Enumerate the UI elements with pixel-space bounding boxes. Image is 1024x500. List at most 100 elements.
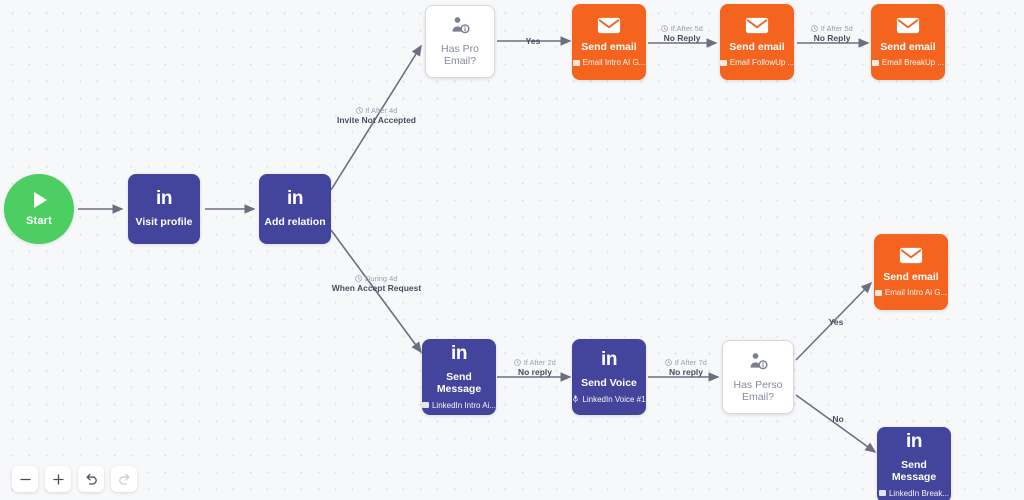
node-title: Has Pro Email? bbox=[441, 43, 479, 67]
canvas-toolbar[interactable] bbox=[12, 466, 137, 492]
node-subtitle: Email Intro Ai G... bbox=[874, 288, 948, 298]
redo-icon bbox=[118, 473, 130, 485]
undo-button[interactable] bbox=[78, 466, 104, 492]
clock-icon bbox=[661, 25, 668, 32]
edge-main-text: Yes bbox=[525, 36, 541, 46]
node-send-email-3[interactable]: Send email Email BreakUp ... bbox=[871, 4, 945, 80]
edge-condition: If After 5d bbox=[797, 24, 867, 33]
edge-main-text: No Reply bbox=[813, 33, 851, 44]
node-subtitle: LinkedIn Intro Ai... bbox=[421, 400, 497, 410]
edge-main-text: Yes bbox=[828, 317, 844, 327]
node-subtitle: Email Intro AI G... bbox=[572, 58, 646, 68]
node-subtitle-text: Email Intro AI G... bbox=[582, 58, 646, 68]
edge-condition: If After 7d bbox=[651, 358, 721, 367]
envelope-icon bbox=[597, 17, 621, 33]
envelope-icon bbox=[745, 17, 769, 33]
envelope-icon bbox=[899, 247, 923, 263]
node-send-message-1[interactable]: in Send Message LinkedIn Intro Ai... bbox=[421, 339, 497, 415]
edge-condition-text: If After 5d bbox=[670, 24, 703, 33]
person-info-icon bbox=[750, 353, 768, 370]
minus-icon bbox=[19, 478, 31, 480]
node-title: Send email bbox=[880, 40, 936, 53]
envelope-icon bbox=[896, 17, 920, 33]
edge-condition-text: If After 7d bbox=[674, 358, 707, 367]
node-has-perso-email[interactable]: Has Perso Email? bbox=[722, 340, 794, 414]
node-title: Add relation bbox=[264, 216, 326, 229]
microphone-icon bbox=[573, 395, 579, 403]
clock-icon bbox=[355, 275, 363, 282]
edge-main-text: No reply bbox=[668, 367, 703, 378]
edge-label-no-reply-2d: If After 2d No reply bbox=[500, 358, 570, 378]
tag-icon bbox=[871, 59, 879, 66]
node-send-email-2[interactable]: Send email Email FollowUp ... bbox=[719, 4, 795, 80]
edge-label-no-reply-5d-b: If After 5d No Reply bbox=[797, 24, 867, 44]
edge-label-no-reply-5d-a: If After 5d No Reply bbox=[647, 24, 717, 44]
edge-condition-text: During 4d bbox=[364, 274, 398, 283]
node-title: Send email bbox=[729, 40, 785, 53]
undo-icon bbox=[85, 473, 97, 485]
node-add-relation[interactable]: in Add relation bbox=[259, 174, 331, 244]
clock-icon bbox=[665, 359, 672, 366]
node-send-message-2[interactable]: in Send Message LinkedIn Break... bbox=[877, 427, 951, 500]
node-visit-profile[interactable]: in Visit profile bbox=[128, 174, 200, 244]
edge-main-text: Invite Not Accepted bbox=[336, 115, 417, 126]
edge-condition-text: If After 5d bbox=[820, 24, 853, 33]
tag-icon bbox=[421, 402, 429, 409]
play-icon bbox=[34, 191, 47, 208]
linkedin-icon: in bbox=[451, 343, 467, 365]
node-has-pro-email[interactable]: Has Pro Email? bbox=[425, 5, 495, 78]
edge-label-no-reply-7d: If After 7d No reply bbox=[651, 358, 721, 378]
clock-icon bbox=[811, 25, 818, 32]
node-title: Send Voice bbox=[581, 377, 637, 390]
edge-label-yes-perso: Yes bbox=[820, 317, 852, 328]
node-start[interactable]: Start bbox=[4, 174, 74, 244]
edge-condition: If After 4d bbox=[314, 106, 439, 115]
node-title: Send email bbox=[883, 270, 939, 283]
tag-icon bbox=[874, 289, 882, 296]
edge-label-invite-not-accepted: If After 4d Invite Not Accepted bbox=[314, 106, 439, 126]
linkedin-icon: in bbox=[906, 431, 922, 453]
node-subtitle: Email FollowUp ... bbox=[719, 58, 795, 68]
node-send-email-1[interactable]: Send email Email Intro AI G... bbox=[572, 4, 646, 80]
clock-icon bbox=[355, 107, 363, 114]
node-subtitle-text: Email FollowUp ... bbox=[729, 58, 795, 68]
edge-main-text: When Accept Request bbox=[331, 283, 422, 294]
node-subtitle: LinkedIn Voice #1 bbox=[572, 394, 646, 404]
edge-label-yes-pro: Yes bbox=[515, 36, 551, 47]
node-title: Send email bbox=[581, 40, 637, 53]
tag-icon bbox=[719, 59, 727, 66]
node-subtitle: LinkedIn Break... bbox=[878, 488, 950, 498]
zoom-in-button[interactable] bbox=[45, 466, 71, 492]
node-send-voice[interactable]: in Send Voice LinkedIn Voice #1 bbox=[572, 339, 646, 415]
node-subtitle-text: Email Intro Ai G... bbox=[884, 288, 948, 298]
plus-icon bbox=[52, 473, 64, 485]
linkedin-icon: in bbox=[287, 188, 303, 210]
node-title: Send Message bbox=[436, 371, 482, 395]
node-subtitle-text: Email BreakUp ... bbox=[881, 58, 945, 68]
linkedin-icon: in bbox=[156, 188, 172, 210]
edge-main-text: No Reply bbox=[663, 33, 701, 44]
node-title: Visit profile bbox=[135, 216, 193, 229]
clock-icon bbox=[514, 359, 521, 366]
tag-icon bbox=[572, 59, 580, 66]
node-subtitle: Email BreakUp ... bbox=[871, 58, 945, 68]
node-subtitle-text: LinkedIn Intro Ai... bbox=[431, 400, 497, 410]
edge-main-text: No reply bbox=[517, 367, 552, 378]
node-subtitle-text: LinkedIn Break... bbox=[888, 488, 950, 498]
zoom-out-button[interactable] bbox=[12, 466, 38, 492]
edge-label-no-perso: No bbox=[822, 414, 854, 425]
node-send-email-4[interactable]: Send email Email Intro Ai G... bbox=[874, 234, 948, 310]
node-title: Send Message bbox=[891, 459, 937, 483]
edge-main-text: No bbox=[832, 414, 844, 424]
edge-condition: If After 2d bbox=[500, 358, 570, 367]
edge-condition: During 4d bbox=[314, 274, 439, 283]
edge-label-when-accept-request: During 4d When Accept Request bbox=[314, 274, 439, 294]
node-title: Has Perso Email? bbox=[733, 378, 783, 403]
person-info-icon bbox=[452, 17, 470, 34]
linkedin-icon: in bbox=[601, 349, 617, 371]
edge-condition: If After 5d bbox=[647, 24, 717, 33]
node-subtitle-text: LinkedIn Voice #1 bbox=[582, 394, 646, 404]
redo-button[interactable] bbox=[111, 466, 137, 492]
